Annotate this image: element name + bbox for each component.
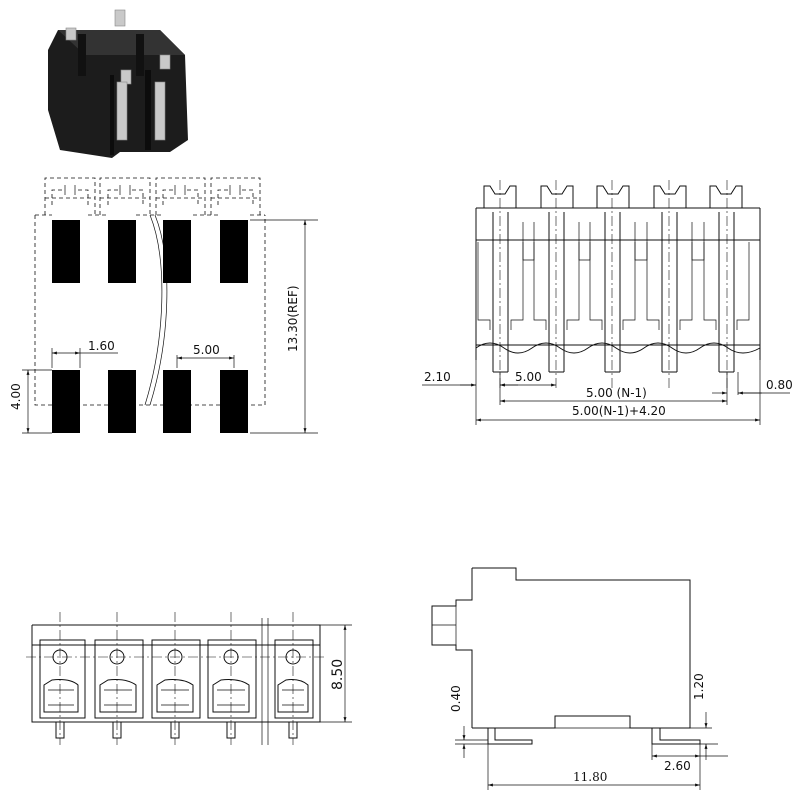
dim-footprint-length: 13.30(REF): [286, 285, 300, 352]
front-view: [26, 612, 352, 745]
top-view: [422, 180, 790, 425]
dim-top-pin: 0.80: [766, 378, 793, 392]
dim-footprint-pitch: 5.00: [193, 343, 220, 357]
footprint-view: [22, 177, 318, 434]
dim-top-offset: 2.10: [424, 370, 451, 384]
dim-side-depth: 11.80: [573, 770, 607, 784]
dim-side-lead: 0.40: [449, 685, 463, 712]
dim-top-total: 5.00(N-1)+4.20: [572, 404, 666, 418]
dim-side-foot: 2.60: [664, 759, 691, 773]
dim-top-pitch: 5.00: [515, 370, 542, 384]
dim-front-height: 8.50: [330, 659, 346, 690]
dim-pad-width: 1.60: [88, 339, 115, 353]
dim-top-span: 5.00 (N-1): [586, 386, 647, 400]
terminal-block-photo-icon: [48, 9, 188, 158]
dim-side-standoff: 1.20: [692, 673, 706, 700]
dim-row-height: 4.00: [9, 383, 23, 410]
side-view: [431, 567, 728, 790]
